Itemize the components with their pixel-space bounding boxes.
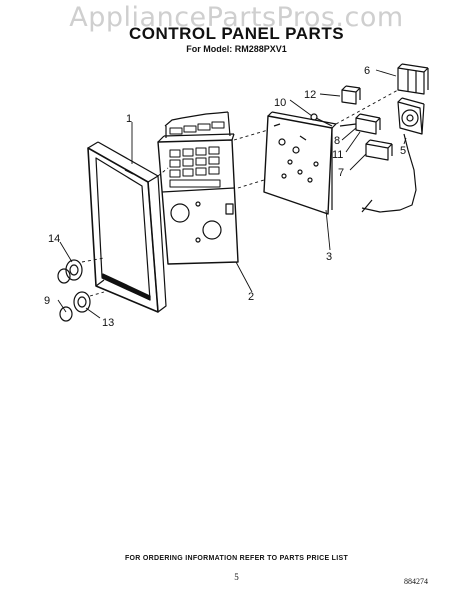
part-frame (87, 141, 167, 313)
callout-8: 8 (334, 135, 340, 147)
callout-10: 10 (274, 97, 286, 109)
callout-5: 5 (400, 145, 406, 157)
part-connector (365, 139, 393, 161)
callout-6: 6 (364, 65, 370, 77)
part-relay (397, 63, 429, 95)
part-switch (339, 113, 381, 135)
callout-12: 12 (304, 89, 316, 101)
part-screw (310, 113, 333, 127)
callout-7: 7 (338, 167, 344, 179)
callout-9: 9 (44, 295, 50, 307)
callout-2: 2 (248, 291, 254, 303)
callout-11: 11 (332, 149, 343, 161)
watermark: AppliancePartsPros.com (69, 2, 404, 33)
ordering-note: FOR ORDERING INFORMATION REFER TO PARTS … (124, 555, 349, 562)
part-circuit-board (263, 111, 337, 215)
model-line: For Model: RM288PXV1 (186, 44, 287, 54)
part-knob-lower (59, 291, 91, 322)
part-knob-upper (57, 259, 83, 284)
page-number: 5 (234, 572, 239, 582)
callout-13: 13 (102, 317, 114, 329)
part-fuse (341, 85, 361, 105)
callout-1: 1 (126, 113, 132, 125)
part-timer-motor (361, 97, 425, 213)
part-control-panel (157, 111, 239, 265)
callout-14: 14 (48, 233, 60, 245)
callout-3: 3 (326, 251, 332, 263)
page-title: CONTROL PANEL PARTS (128, 24, 345, 43)
figure-code: 884274 (404, 577, 428, 586)
